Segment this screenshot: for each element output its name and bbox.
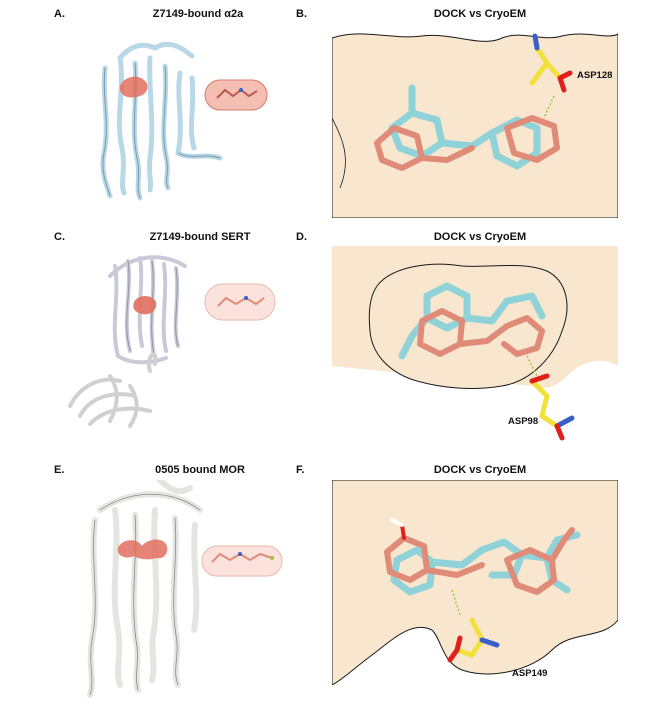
panel-b-label: B. <box>296 8 307 20</box>
residue-label-d: ASP98 <box>508 416 538 427</box>
ligand-pocket-e <box>117 539 168 560</box>
asp-residue-b <box>529 33 573 93</box>
panel-f-figure: ASP149 <box>332 480 618 685</box>
panel-c-title: Z7149-bound SERT <box>149 231 251 243</box>
asp-residue-f <box>447 617 500 663</box>
hydroxyl-f <box>390 518 406 540</box>
panel-d-label: D. <box>296 231 307 243</box>
residue-label-b: ASP128 <box>577 70 612 81</box>
ligand-surface-e <box>201 545 283 577</box>
panel-e-label: E. <box>54 464 65 476</box>
panel-f-title: DOCK vs CryoEM <box>433 464 527 476</box>
panel-c-figure <box>68 255 276 428</box>
ligand-surface-a <box>204 79 268 111</box>
panel-b-title: DOCK vs CryoEM <box>433 8 527 20</box>
binding-surface-b <box>332 33 618 218</box>
panel-a-figure <box>100 41 268 201</box>
cryoem-pose-d <box>417 308 545 357</box>
dock-pose-b <box>388 84 541 170</box>
panel-e-figure <box>87 480 283 698</box>
asp-residue-d <box>529 373 575 441</box>
ligand-surface-c <box>204 283 276 321</box>
panel-a-label: A. <box>54 8 65 20</box>
panel-e-title: 0505 bound MOR <box>155 464 245 476</box>
ligand-pocket-c <box>133 296 157 315</box>
panel-f-label: F. <box>296 464 305 476</box>
cryoem-pose-f <box>384 527 575 595</box>
panel-a-title: Z7149-bound α2a <box>152 8 244 20</box>
receptor-ribbon-a <box>100 41 223 201</box>
cryoem-pose-b <box>374 115 560 171</box>
receptor-domain-c <box>68 352 158 428</box>
receptor-ribbon-e <box>87 480 203 698</box>
residue-label-f: ASP149 <box>512 668 547 679</box>
panel-d-figure: ASP98 <box>332 246 618 441</box>
panel-b-figure: ASP128 <box>332 28 618 218</box>
panel-c-label: C. <box>54 231 65 243</box>
ligand-pocket-a <box>119 76 148 98</box>
panel-d-title: DOCK vs CryoEM <box>433 231 527 243</box>
